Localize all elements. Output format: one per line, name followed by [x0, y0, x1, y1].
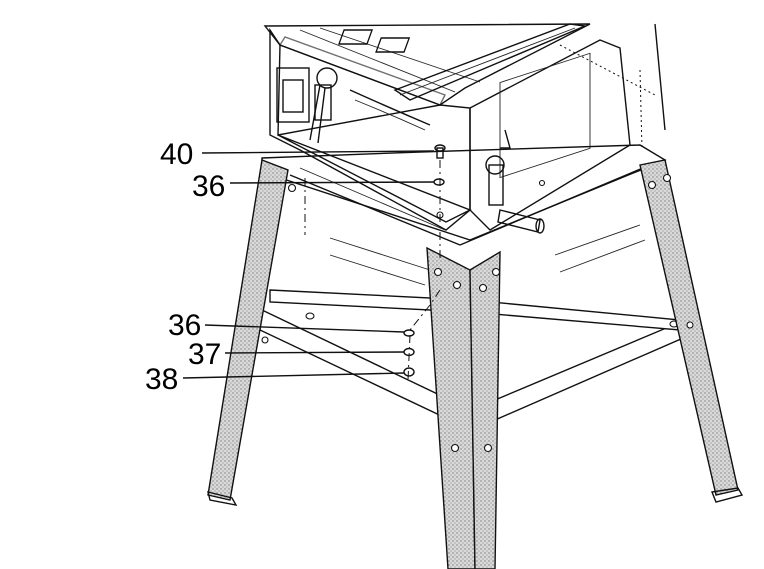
saw-body [263, 23, 666, 234]
callout-label-37: 37 [188, 338, 221, 371]
callout-38: 38 [145, 363, 405, 396]
callout-label-40: 40 [160, 138, 193, 171]
callout-label-38: 38 [145, 363, 178, 396]
assembly-center-lines [304, 160, 441, 381]
washer-lower [403, 329, 415, 337]
callout-36-lower: 36 [168, 309, 405, 342]
hardware-parts [403, 144, 446, 377]
callout-label-36-lower: 36 [168, 309, 201, 342]
bolt-head [434, 144, 446, 152]
callout-label-36-upper: 36 [192, 170, 225, 203]
leg-front-right [469, 250, 501, 569]
callout-37: 37 [188, 338, 405, 371]
callout-36-upper: 36 [192, 170, 435, 203]
washer-upper [433, 178, 445, 186]
nut [403, 367, 415, 377]
leg-front-left [426, 246, 476, 569]
callout-40: 40 [160, 138, 435, 171]
leg-back-left [207, 159, 289, 501]
stand-legs [207, 159, 744, 569]
